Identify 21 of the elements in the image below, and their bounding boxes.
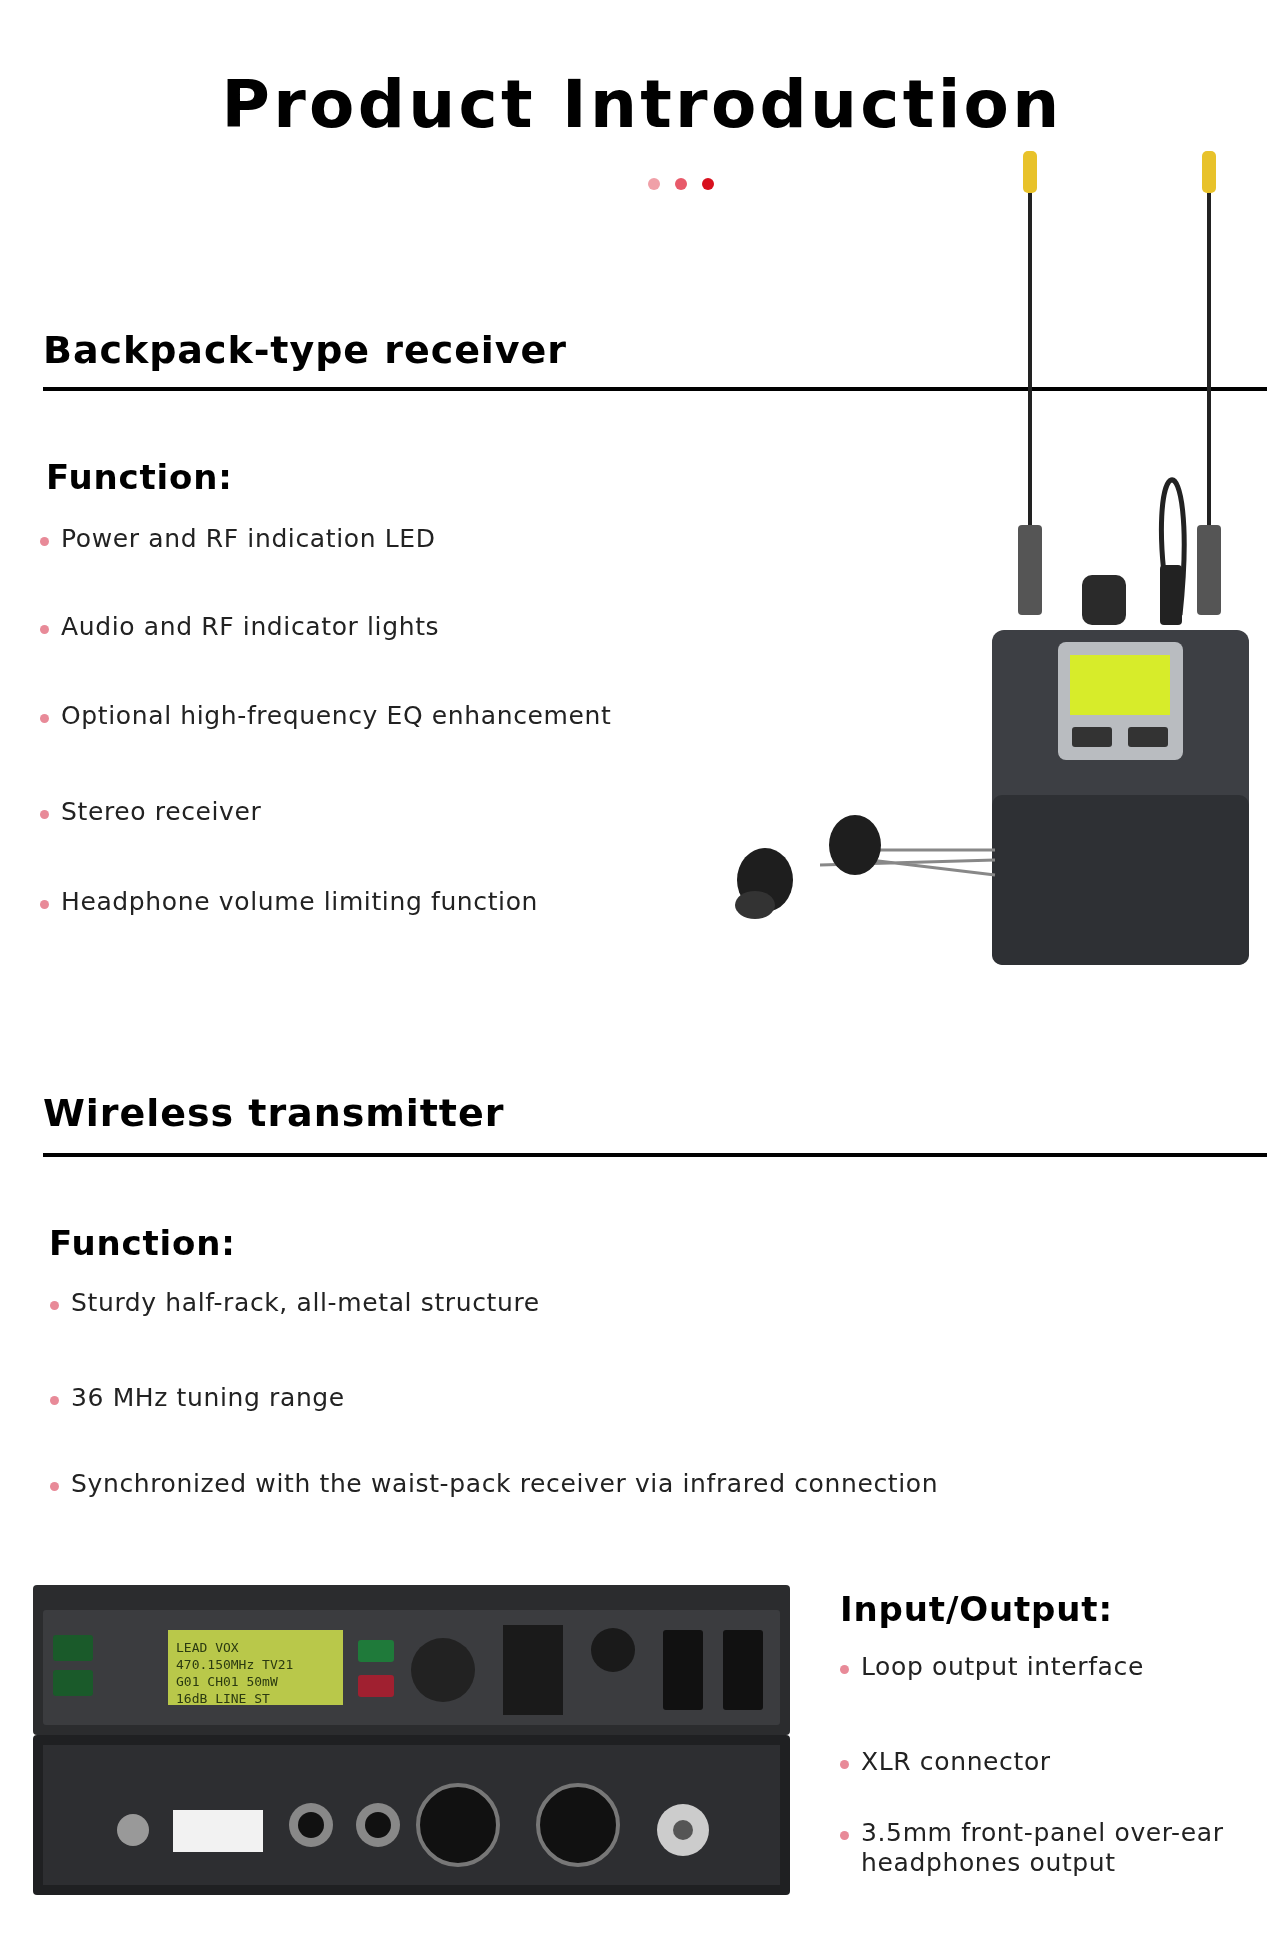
feature-text: 36 MHz tuning range xyxy=(71,1383,345,1413)
feature-text: Sturdy half-rack, all-metal structure xyxy=(71,1288,540,1318)
subheading: Function: xyxy=(46,456,233,499)
lcd-text: 470.150MHz TV21 xyxy=(176,1657,294,1672)
feature-text: Loop output interface xyxy=(861,1652,1144,1682)
feature-text: Synchronized with the waist-pack receiver via infrared connection xyxy=(71,1469,939,1499)
section-heading: Backpack-type receiver xyxy=(43,327,567,374)
lcd-text: LEAD VOX xyxy=(176,1640,239,1655)
page-title: Product Introduction xyxy=(220,65,1064,145)
subheading: Input/Output: xyxy=(840,1588,1113,1631)
subheading: Function: xyxy=(49,1222,236,1265)
feature-text: XLR connector xyxy=(861,1747,1051,1777)
feature-text: Optional high-frequency EQ enhancement xyxy=(61,701,612,731)
feature-text: Power and RF indication LED xyxy=(61,524,436,554)
feature-text: Audio and RF indicator lights xyxy=(61,612,440,642)
feature-text: 3.5mm front-panel over-ear headphones output xyxy=(861,1818,1225,1878)
lcd-text: 16dB LINE ST xyxy=(176,1691,270,1706)
feature-text: Stereo receiver xyxy=(61,797,262,827)
lcd-text: G01 CH01 50mW xyxy=(176,1674,278,1689)
section-heading: Wireless transmitter xyxy=(43,1090,505,1137)
feature-text: Headphone volume limiting function xyxy=(61,887,539,917)
